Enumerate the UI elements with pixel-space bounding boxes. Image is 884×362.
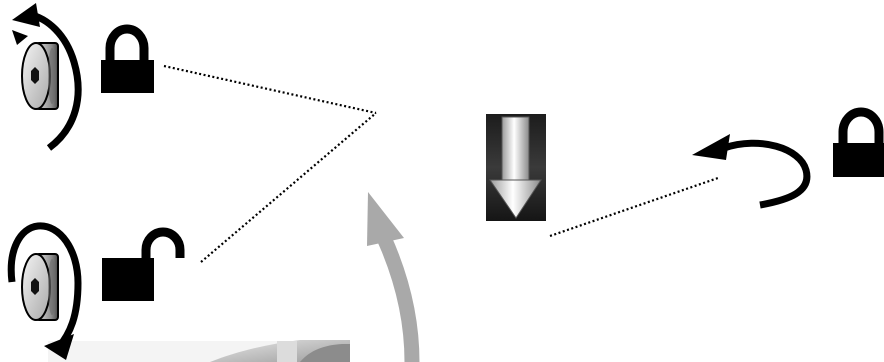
hand-photo bbox=[48, 340, 350, 362]
curved-arrow-right bbox=[692, 134, 807, 205]
knob-top bbox=[12, 3, 78, 148]
connector-button bbox=[550, 178, 718, 236]
knob-bottom bbox=[11, 226, 78, 360]
connector-top-lock bbox=[164, 66, 376, 113]
lock-right-icon bbox=[833, 112, 884, 177]
lock-bottom-icon bbox=[102, 232, 180, 301]
lock-top-icon bbox=[101, 29, 154, 93]
press-button bbox=[486, 114, 546, 221]
connector-lines bbox=[164, 66, 718, 262]
gray-arrow bbox=[367, 192, 412, 362]
connector-bottom-lock bbox=[201, 113, 376, 262]
